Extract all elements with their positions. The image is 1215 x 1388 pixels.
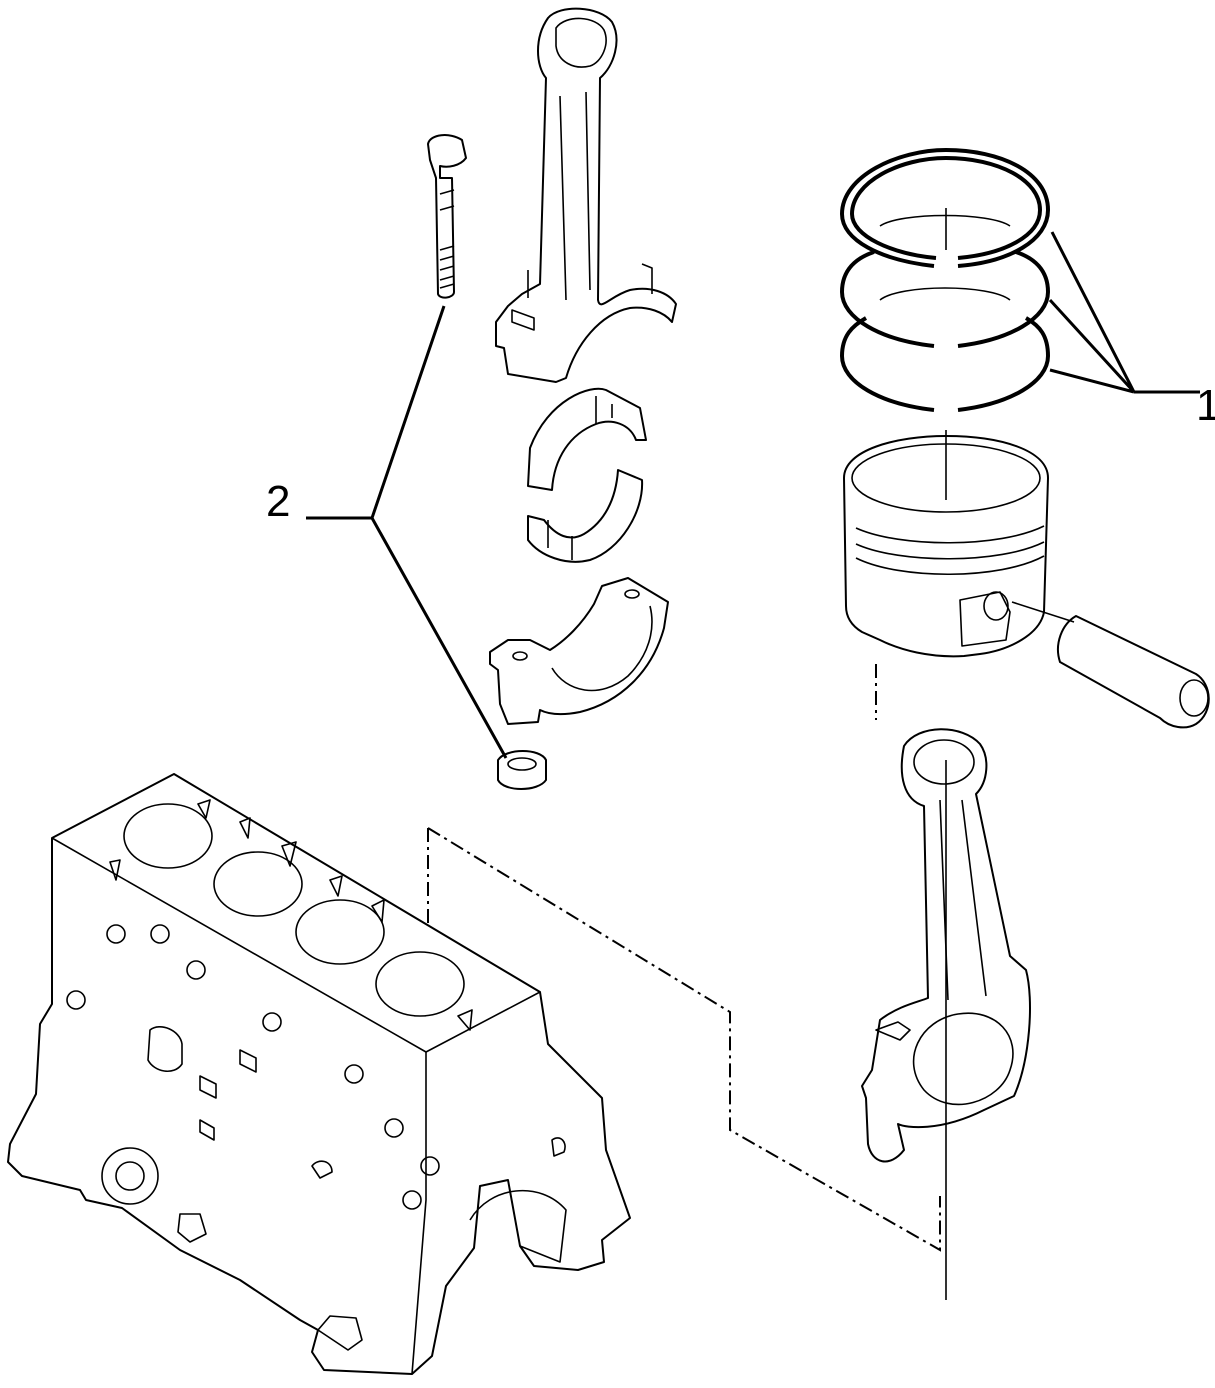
bearing-shell-lower[interactable] [527,469,644,563]
connecting-rod-cap[interactable] [489,577,669,725]
connecting-rod-bolt[interactable] [427,134,467,299]
connecting-rod-lower[interactable] [861,664,1031,1300]
callout-1-label: 1 [1196,381,1215,430]
connecting-rod-upper[interactable] [495,7,677,383]
bearing-shell-upper[interactable] [527,387,647,491]
piston-rings[interactable] [839,147,1051,412]
piston[interactable] [843,430,1049,658]
nut[interactable] [497,750,547,790]
assembly-guide-line [427,827,941,1252]
piston-pin[interactable] [1011,601,1210,729]
engine-block[interactable] [7,773,631,1375]
callout-1-leader [1048,231,1200,394]
callout-2-leader [306,305,508,759]
callout-2-label: 2 [266,477,290,526]
